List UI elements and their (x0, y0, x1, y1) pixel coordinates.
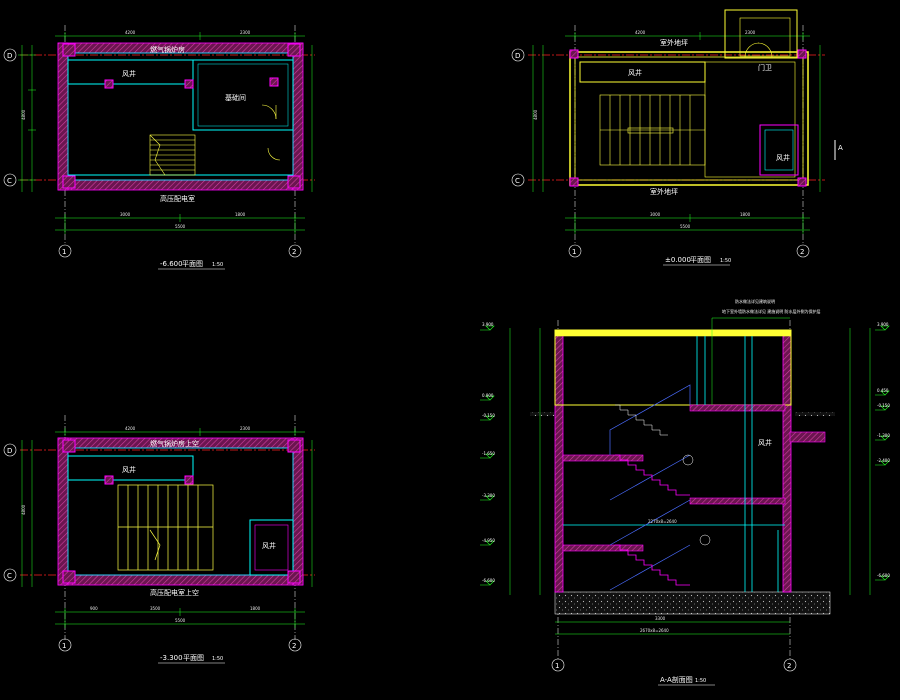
svg-text:1800: 1800 (235, 212, 246, 217)
p3-axis-left: 1 (62, 642, 66, 650)
section-title: A-A剖面图 (660, 675, 693, 684)
p3-room-bottom: 高压配电室上空 (150, 588, 199, 597)
p3-room-top: 燃气锅炉房上空 (150, 439, 199, 448)
svg-text:2270x8=2640: 2270x8=2640 (648, 519, 677, 524)
svg-text:-2.400: -2.400 (877, 458, 890, 463)
svg-text:-0.150: -0.150 (482, 413, 495, 418)
svg-text:0.450: 0.450 (877, 388, 889, 393)
svg-text:1800: 1800 (740, 212, 751, 217)
plan-minus-6600: 4200 2300 3000 1800 5500 4800 (3, 25, 315, 270)
p1-axis-top: D (7, 52, 12, 60)
p2-scale-word: 平面图 (690, 256, 711, 264)
section-axis-right: 2 (787, 662, 791, 670)
p1-room-bottom: 高压配电室 (160, 194, 195, 203)
p1-scale: 1:50 (212, 262, 223, 268)
p3-axis-right: 2 (292, 642, 296, 650)
section-note: 防水做法详见建筑说明 (735, 298, 775, 304)
svg-text:4200: 4200 (635, 30, 646, 35)
plan-0000: 4200 2300 3000 1800 5500 4800 (511, 9, 843, 266)
p2-room-shaft: 风井 (628, 68, 642, 77)
svg-text:3.900: 3.900 (877, 322, 889, 327)
p2-room-corner: 风井 (776, 153, 790, 162)
p1-title: -6.600 (160, 260, 183, 268)
section-room-shaft: 风井 (758, 438, 772, 447)
p3-room-shaft: 风井 (122, 465, 136, 474)
svg-text:900: 900 (90, 606, 98, 611)
svg-text:2670x8=2640: 2670x8=2640 (640, 628, 669, 633)
svg-text:-6.600: -6.600 (482, 578, 495, 583)
p2-axis-top: D (515, 52, 520, 60)
p1-scale-word: 平面图 (182, 260, 203, 268)
p2-axis-bottom: C (515, 177, 520, 185)
svg-text:4800: 4800 (533, 109, 538, 120)
p1-room-right: 基础间 (225, 93, 246, 102)
p2-scale: 1:50 (720, 258, 731, 264)
svg-text:3500: 3500 (150, 606, 161, 611)
p2-axis-left: 1 (572, 248, 576, 256)
p2-title: ±0.000 (665, 256, 691, 264)
svg-text:5500: 5500 (175, 618, 186, 623)
svg-text:4200: 4200 (125, 426, 136, 431)
svg-text:2300: 2300 (745, 30, 756, 35)
svg-text:1800: 1800 (250, 606, 261, 611)
p1-room-top: 燃气锅炉房 (150, 45, 185, 54)
p1-axis-left: 1 (62, 248, 66, 256)
svg-text:5500: 5500 (680, 224, 691, 229)
p2-section-mark: A (838, 144, 843, 152)
p3-axis-top: D (7, 447, 12, 455)
svg-text:0.900: 0.900 (482, 393, 494, 398)
svg-text:4200: 4200 (125, 30, 136, 35)
svg-text:4800: 4800 (21, 109, 26, 120)
svg-text:-4.950: -4.950 (482, 538, 495, 543)
p2-room-top: 室外地坪 (660, 38, 688, 47)
section-axis-left: 1 (555, 662, 559, 670)
svg-text:3.900: 3.900 (482, 322, 494, 327)
p1-axis-right: 2 (292, 248, 296, 256)
p3-title: -3.300 (160, 654, 183, 662)
svg-text:-1.650: -1.650 (482, 451, 495, 456)
p3-room-right: 风井 (262, 541, 276, 550)
svg-text:5500: 5500 (175, 224, 186, 229)
svg-text:-0.150: -0.150 (877, 403, 890, 408)
p2-room-bottom: 室外地坪 (650, 187, 678, 196)
svg-text:3300: 3300 (655, 616, 666, 621)
section-a-a: 3.900 0.900 -0.150 -1.650 -3.300 -4.950 … (480, 298, 890, 686)
section-note2: 地下室外墙防水做法详见 建施说明 防水层外侧为保护层 (722, 308, 821, 314)
plan-minus-3300: 4200 2300 900 3500 1800 5500 4800 (3, 415, 315, 664)
svg-text:2300: 2300 (240, 426, 251, 431)
p1-room-shaft: 风井 (122, 69, 136, 78)
svg-text:-3.300: -3.300 (482, 493, 495, 498)
p2-axis-right: 2 (800, 248, 804, 256)
svg-text:4800: 4800 (21, 504, 26, 515)
p2-room-door: 门卫 (758, 63, 772, 72)
p3-scale-word: 平面图 (183, 654, 204, 662)
svg-text:-1.300: -1.300 (877, 433, 890, 438)
p1-axis-bottom: C (7, 177, 12, 185)
svg-text:2300: 2300 (240, 30, 251, 35)
p3-axis-bottom: C (7, 572, 12, 580)
svg-text:3000: 3000 (120, 212, 131, 217)
svg-text:3000: 3000 (650, 212, 661, 217)
svg-text:-6.600: -6.600 (877, 573, 890, 578)
p3-scale: 1:50 (212, 656, 223, 662)
section-scale: 1:50 (695, 678, 706, 684)
